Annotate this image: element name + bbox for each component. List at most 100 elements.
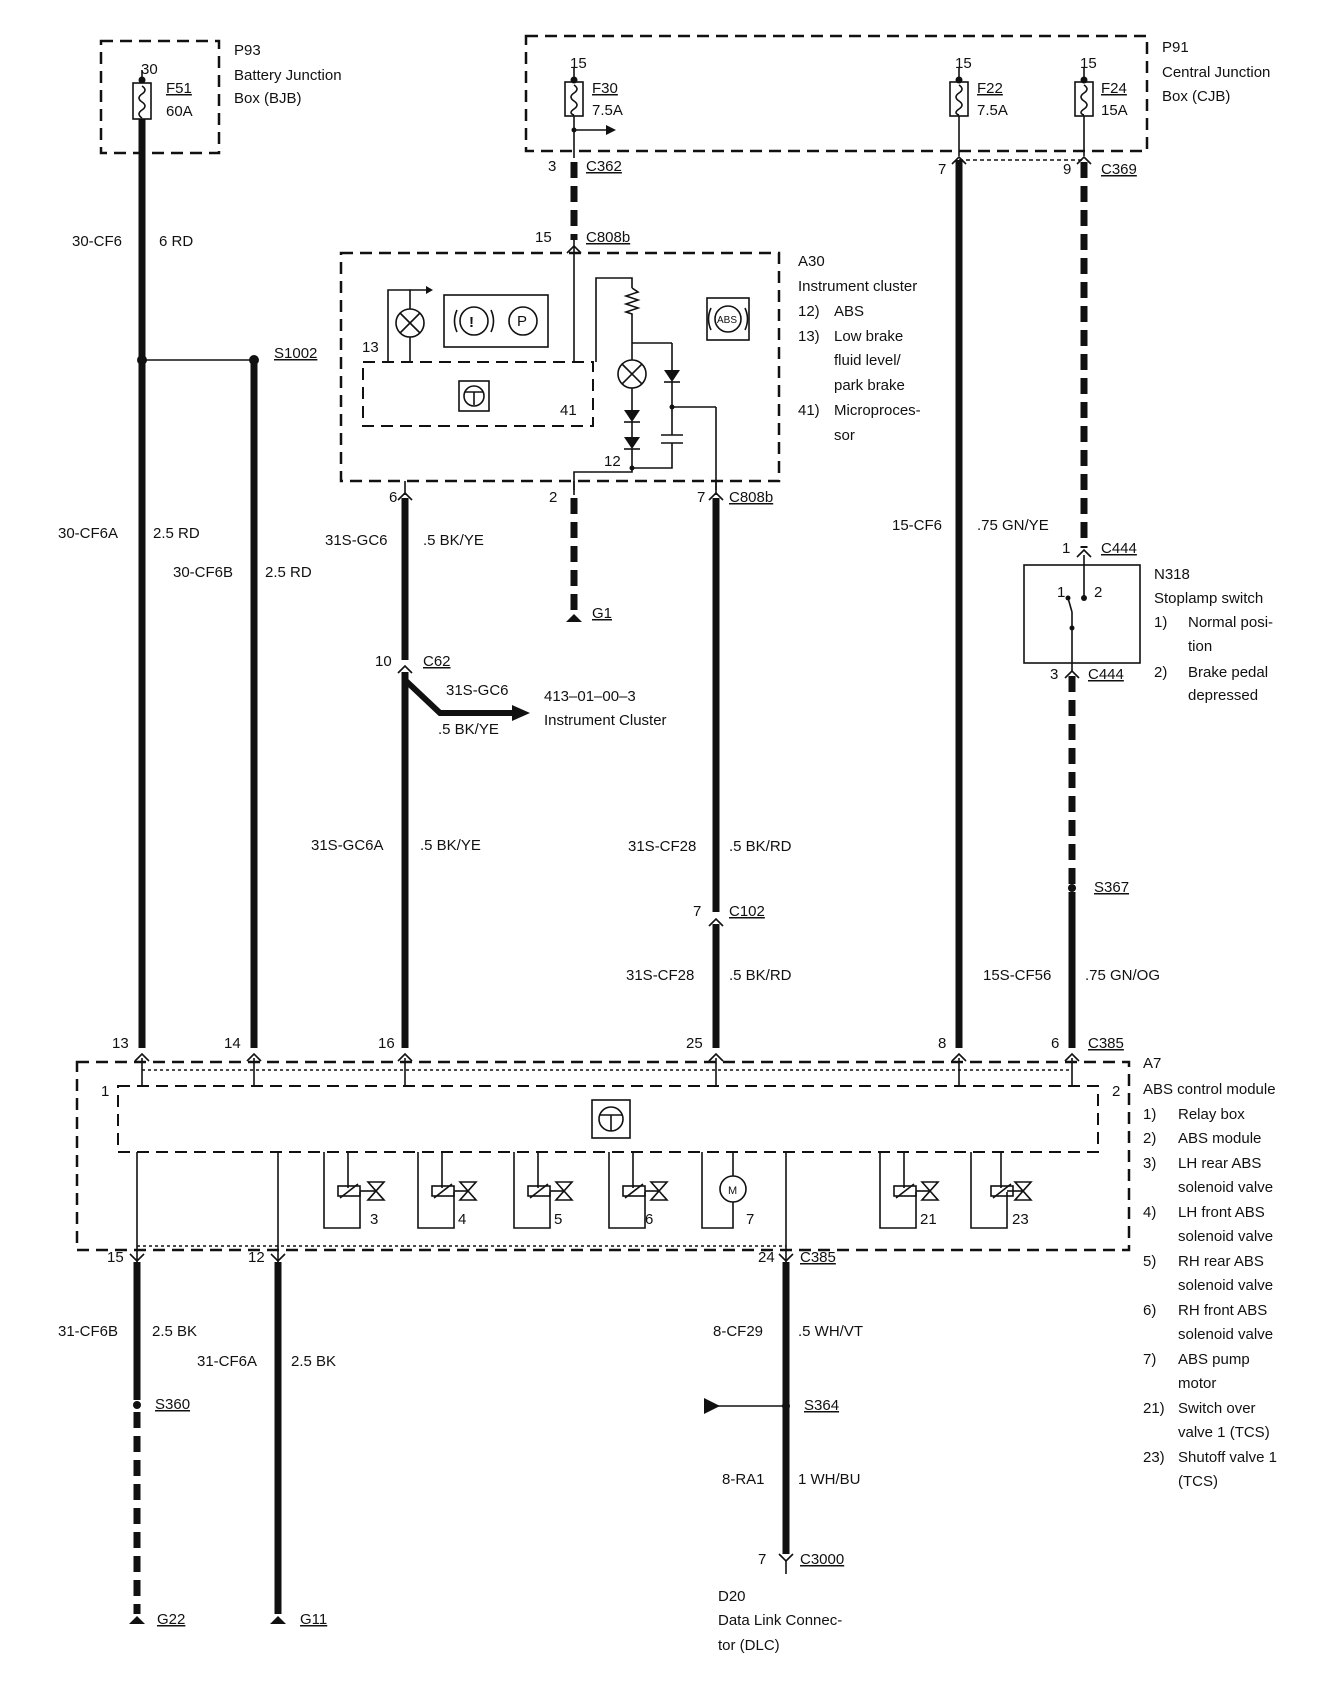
- brake-warning-panel: [443, 294, 549, 348]
- motor-glyph: M: [728, 1185, 737, 1197]
- c362-pin: 3: [548, 158, 556, 175]
- p91-central-junction-box: 15 F30 7.5A 15 F22 7.5A 15 F24 15A P91 C…: [524, 34, 1270, 153]
- park-brake-glyph: P: [517, 313, 527, 330]
- w8cf29-circuit: 8-CF29: [713, 1323, 763, 1340]
- ground-icon: [270, 1616, 286, 1624]
- a30-pin6: 6: [389, 489, 397, 506]
- f24-pin: 15: [1080, 55, 1097, 72]
- abs-pump-motor: M 7: [701, 1152, 754, 1229]
- c3000-pin: 7: [758, 1551, 766, 1568]
- valve-icon: [554, 1181, 574, 1201]
- a7-legend-text: ABS pump: [1178, 1351, 1250, 1368]
- a30-name: Instrument cluster: [798, 278, 917, 295]
- a30-id: A30: [798, 253, 825, 270]
- a7-label-2: 2: [1112, 1083, 1120, 1100]
- a30-label-41: 41: [560, 402, 577, 419]
- a7-name: ABS control module: [1143, 1081, 1276, 1098]
- branch-circuit: 31S-GC6: [446, 682, 509, 699]
- n318-legend-text: tion: [1188, 638, 1212, 655]
- w8ra1-spec: 1 WH/BU: [798, 1471, 861, 1488]
- motor-icon: [719, 1175, 747, 1203]
- a30-legend-num: 41): [798, 402, 820, 419]
- a7-legend-text: LH rear ABS: [1178, 1155, 1261, 1172]
- fuse-f30-icon: [564, 81, 584, 117]
- diode-icon: [624, 437, 640, 449]
- c385-top-pin: 13: [112, 1035, 129, 1052]
- c385-top-connector: 13 14 16 25 8 6 C385: [112, 1035, 1124, 1062]
- valve-icon: [366, 1181, 386, 1201]
- g11-label: G11: [300, 1611, 327, 1628]
- park-brake-icon: [508, 306, 538, 336]
- c808b-bottom-pin: 7: [697, 489, 705, 506]
- relay-box: [117, 1085, 1099, 1153]
- abs-indicator-glyph: ABS: [717, 315, 737, 326]
- arrow-right-icon: [606, 125, 616, 135]
- n318-legend-text: Brake pedal: [1188, 664, 1268, 681]
- wire-31s-gc6: 6 31S-GC6 .5 BK/YE 10 C62 31S-GC6 .5 BK/…: [311, 481, 667, 1048]
- n318-legend-text: Normal posi-: [1188, 614, 1273, 631]
- a7-legend-text: RH rear ABS: [1178, 1253, 1264, 1270]
- p93-battery-junction-box: 30 F51 60A P93 Battery Junction Box (BJB…: [99, 39, 342, 155]
- a7-legend: 1) Relay box 2) ABS module 3) LH rear AB…: [1143, 1106, 1277, 1490]
- switch-contact-icon: [1067, 597, 1073, 613]
- a7-legend-text: (TCS): [1178, 1473, 1218, 1490]
- motor-7-label: 7: [746, 1211, 754, 1228]
- fuse-f51-label: F51: [166, 80, 192, 97]
- ref-name: Instrument Cluster: [544, 712, 667, 729]
- a7-legend-num: 1): [1143, 1106, 1156, 1123]
- c369-pin: 9: [1063, 161, 1071, 178]
- w31scf28-upper-spec: .5 BK/RD: [729, 838, 792, 855]
- w31cf6a-circuit: 31-CF6A: [197, 1353, 257, 1370]
- s364-label: S364: [804, 1397, 839, 1414]
- wire-31-cf6a: 12 31-CF6A 2.5 BK G11: [197, 1249, 336, 1628]
- w31cf6b-circuit: 31-CF6B: [58, 1323, 118, 1340]
- a30-label-12: 12: [604, 453, 621, 470]
- branch-spec: .5 BK/YE: [438, 721, 499, 738]
- a7-legend-num: 23): [1143, 1449, 1165, 1466]
- g22-label: G22: [157, 1611, 185, 1628]
- valve-5-label: 5: [554, 1211, 562, 1228]
- a30-legend-text: Low brake: [834, 328, 903, 345]
- valve-icon: [649, 1181, 669, 1201]
- c3000-label: C3000: [800, 1551, 844, 1568]
- fuse-f24-label: F24: [1101, 80, 1127, 97]
- a7-abs-control-module: 1 2 3 4 5: [75, 1055, 1276, 1262]
- ref-code: 413–01–00–3: [544, 688, 636, 705]
- wire-30-cf6: 30-CF6 6 RD S1002 30-CF6A 2.5 RD 30-CF6B…: [58, 119, 317, 1048]
- a30-legend-num: 13): [798, 328, 820, 345]
- shutoff-valve-23: 23: [970, 1152, 1033, 1229]
- valve-icon: [1013, 1181, 1033, 1201]
- a7-legend-text: RH front ABS: [1178, 1302, 1267, 1319]
- n318-pin2: 2: [1094, 584, 1102, 601]
- s1002-label: S1002: [274, 345, 317, 362]
- d20-id: D20: [718, 1588, 746, 1605]
- a30-legend-text: fluid level/: [834, 352, 902, 369]
- n318-legend-num: 2): [1154, 664, 1167, 681]
- c62-pin: 10: [375, 653, 392, 670]
- c369-label: C369: [1101, 161, 1137, 178]
- w31cf6a-spec: 2.5 BK: [291, 1353, 336, 1370]
- a7-legend-text: solenoid valve: [1178, 1277, 1273, 1294]
- valve-6-label: 6: [645, 1211, 653, 1228]
- w15scf56-spec: .75 GN/OG: [1085, 967, 1160, 984]
- c808b-top-label: C808b: [586, 229, 630, 246]
- c444-top-pin: 1: [1062, 540, 1070, 557]
- w31cf6b-spec: 2.5 BK: [152, 1323, 197, 1340]
- diode-icon: [624, 410, 640, 422]
- p93-id: P93: [234, 42, 261, 59]
- c385-top-pin: 16: [378, 1035, 395, 1052]
- p93-box-outline: [99, 39, 221, 155]
- solenoid-valve-6: 6: [608, 1152, 669, 1229]
- ground-icon: [129, 1616, 145, 1624]
- a30-legend-num: 12): [798, 303, 820, 320]
- n318-legend-text: depressed: [1188, 687, 1258, 704]
- a7-legend-text: solenoid valve: [1178, 1326, 1273, 1343]
- diode-icon: [664, 370, 680, 382]
- valve-4-label: 4: [458, 1211, 466, 1228]
- c102-label: C102: [729, 903, 765, 920]
- w31scf28-lower-spec: .5 BK/RD: [729, 967, 792, 984]
- c385-bottom-pin: 15: [107, 1249, 124, 1266]
- valve-21-label: 21: [920, 1211, 937, 1228]
- f22-pin: 15: [955, 55, 972, 72]
- g1-label: G1: [592, 605, 612, 622]
